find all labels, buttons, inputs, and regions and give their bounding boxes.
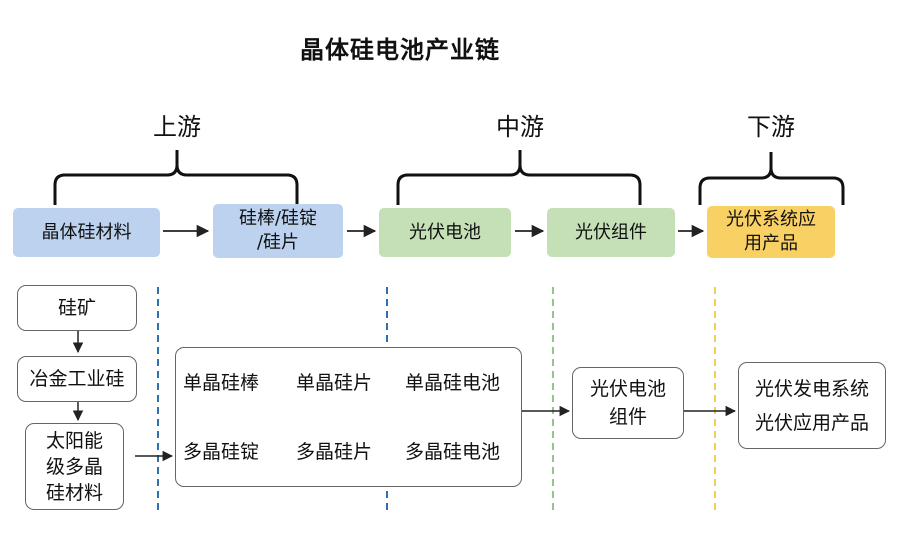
category-crystal-silicon-material: 晶体硅材料 — [13, 208, 160, 257]
box-label: 硅矿 — [57, 296, 96, 319]
box-label: 光伏发电系统 — [754, 377, 869, 400]
box-solar-grade-polysilicon: 太阳能 级多晶 硅材料 — [25, 423, 124, 510]
category-pv-system-products: 光伏系统应 用产品 — [707, 206, 835, 258]
box-label: 光伏应用产品 — [754, 411, 869, 434]
brace-midstream — [396, 150, 642, 205]
category-label: 硅棒/硅锭 — [238, 208, 318, 229]
stage-label-downstream: 下游 — [747, 113, 795, 141]
category-label: 用产品 — [744, 233, 798, 254]
stage-label-upstream: 上游 — [153, 113, 201, 141]
mono-rod-label: 单晶硅棒 — [183, 372, 260, 394]
category-silicon-rod-ingot-wafer: 硅棒/硅锭 /硅片 — [213, 204, 343, 258]
brace-downstream — [698, 152, 845, 205]
box-label: 组件 — [608, 406, 647, 428]
mono-cell-label: 单晶硅电池 — [405, 372, 501, 394]
multi-ingot-label: 多晶硅锭 — [183, 441, 260, 463]
category-label: 晶体硅材料 — [41, 221, 132, 243]
page-title: 晶体硅电池产业链 — [300, 36, 500, 64]
category-label: 光伏电池 — [409, 221, 481, 243]
category-pv-module: 光伏组件 — [547, 208, 675, 257]
box-label: 光伏电池 — [589, 378, 666, 400]
box-label: 冶金工业硅 — [29, 367, 125, 390]
box-wafer-cell-chains — [175, 347, 522, 487]
category-pv-cell: 光伏电池 — [379, 208, 511, 257]
multi-cell-label: 多晶硅电池 — [405, 441, 501, 463]
category-label: 光伏组件 — [575, 221, 647, 243]
box-label: 硅材料 — [45, 481, 103, 504]
box-silicon-ore: 硅矿 — [17, 285, 137, 331]
multi-wafer-label: 多晶硅片 — [296, 441, 373, 463]
box-pv-cell-module: 光伏电池 组件 — [572, 367, 684, 439]
box-label: 级多晶 — [45, 455, 103, 478]
category-label: 光伏系统应 — [726, 209, 816, 230]
mono-wafer-label: 单晶硅片 — [296, 372, 373, 394]
stage-label-midstream: 中游 — [496, 113, 544, 141]
category-label: /硅片 — [256, 232, 300, 253]
box-pv-applications: 光伏发电系统 光伏应用产品 — [738, 362, 886, 449]
box-label: 太阳能 — [45, 429, 103, 452]
box-metallurgical-silicon: 冶金工业硅 — [17, 356, 137, 402]
brace-upstream — [53, 150, 299, 205]
